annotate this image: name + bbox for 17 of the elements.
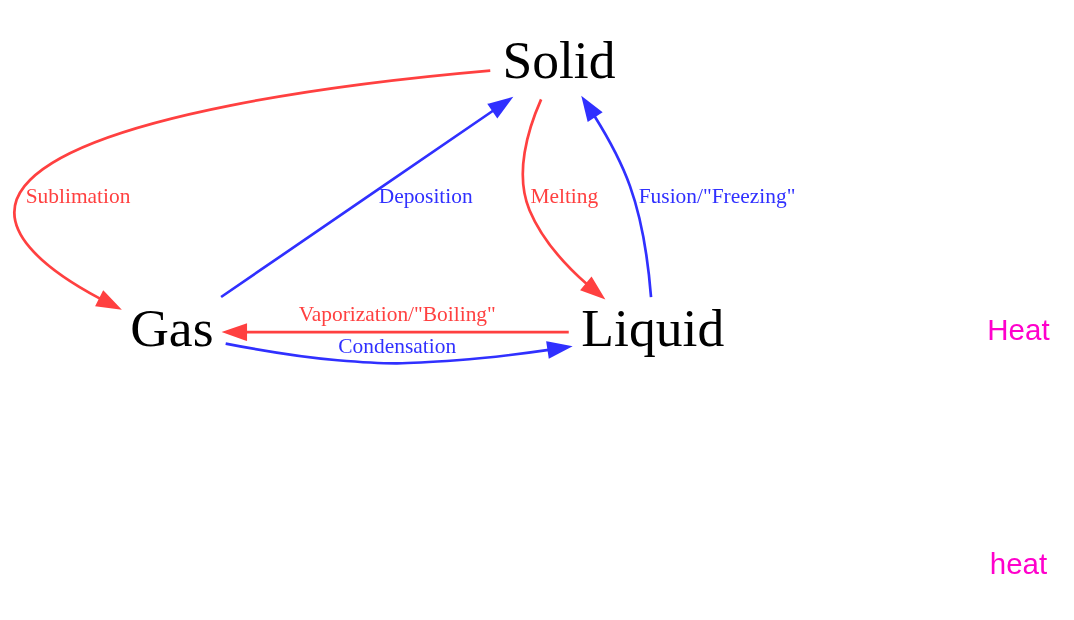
edge-label: Melting — [530, 184, 599, 209]
arrow — [521, 98, 606, 300]
edge-label: Vaporization/"Boiling" — [298, 302, 496, 327]
label: heat — [989, 547, 1048, 581]
edge-label: Condensation — [338, 334, 457, 359]
arrow — [13, 69, 491, 310]
node-text: Gas — [130, 297, 214, 358]
label: Heat — [987, 312, 1050, 346]
arrow — [581, 95, 653, 298]
arrow — [220, 96, 514, 299]
arrow — [221, 323, 569, 342]
edge-label: Sublimation — [25, 184, 131, 209]
edge-label: Fusion/"Freezing" — [638, 184, 796, 209]
node-text: Solid — [502, 29, 616, 90]
edge-label: Deposition — [378, 184, 473, 209]
arrow — [225, 341, 573, 365]
node-text: Liquid — [581, 297, 725, 358]
